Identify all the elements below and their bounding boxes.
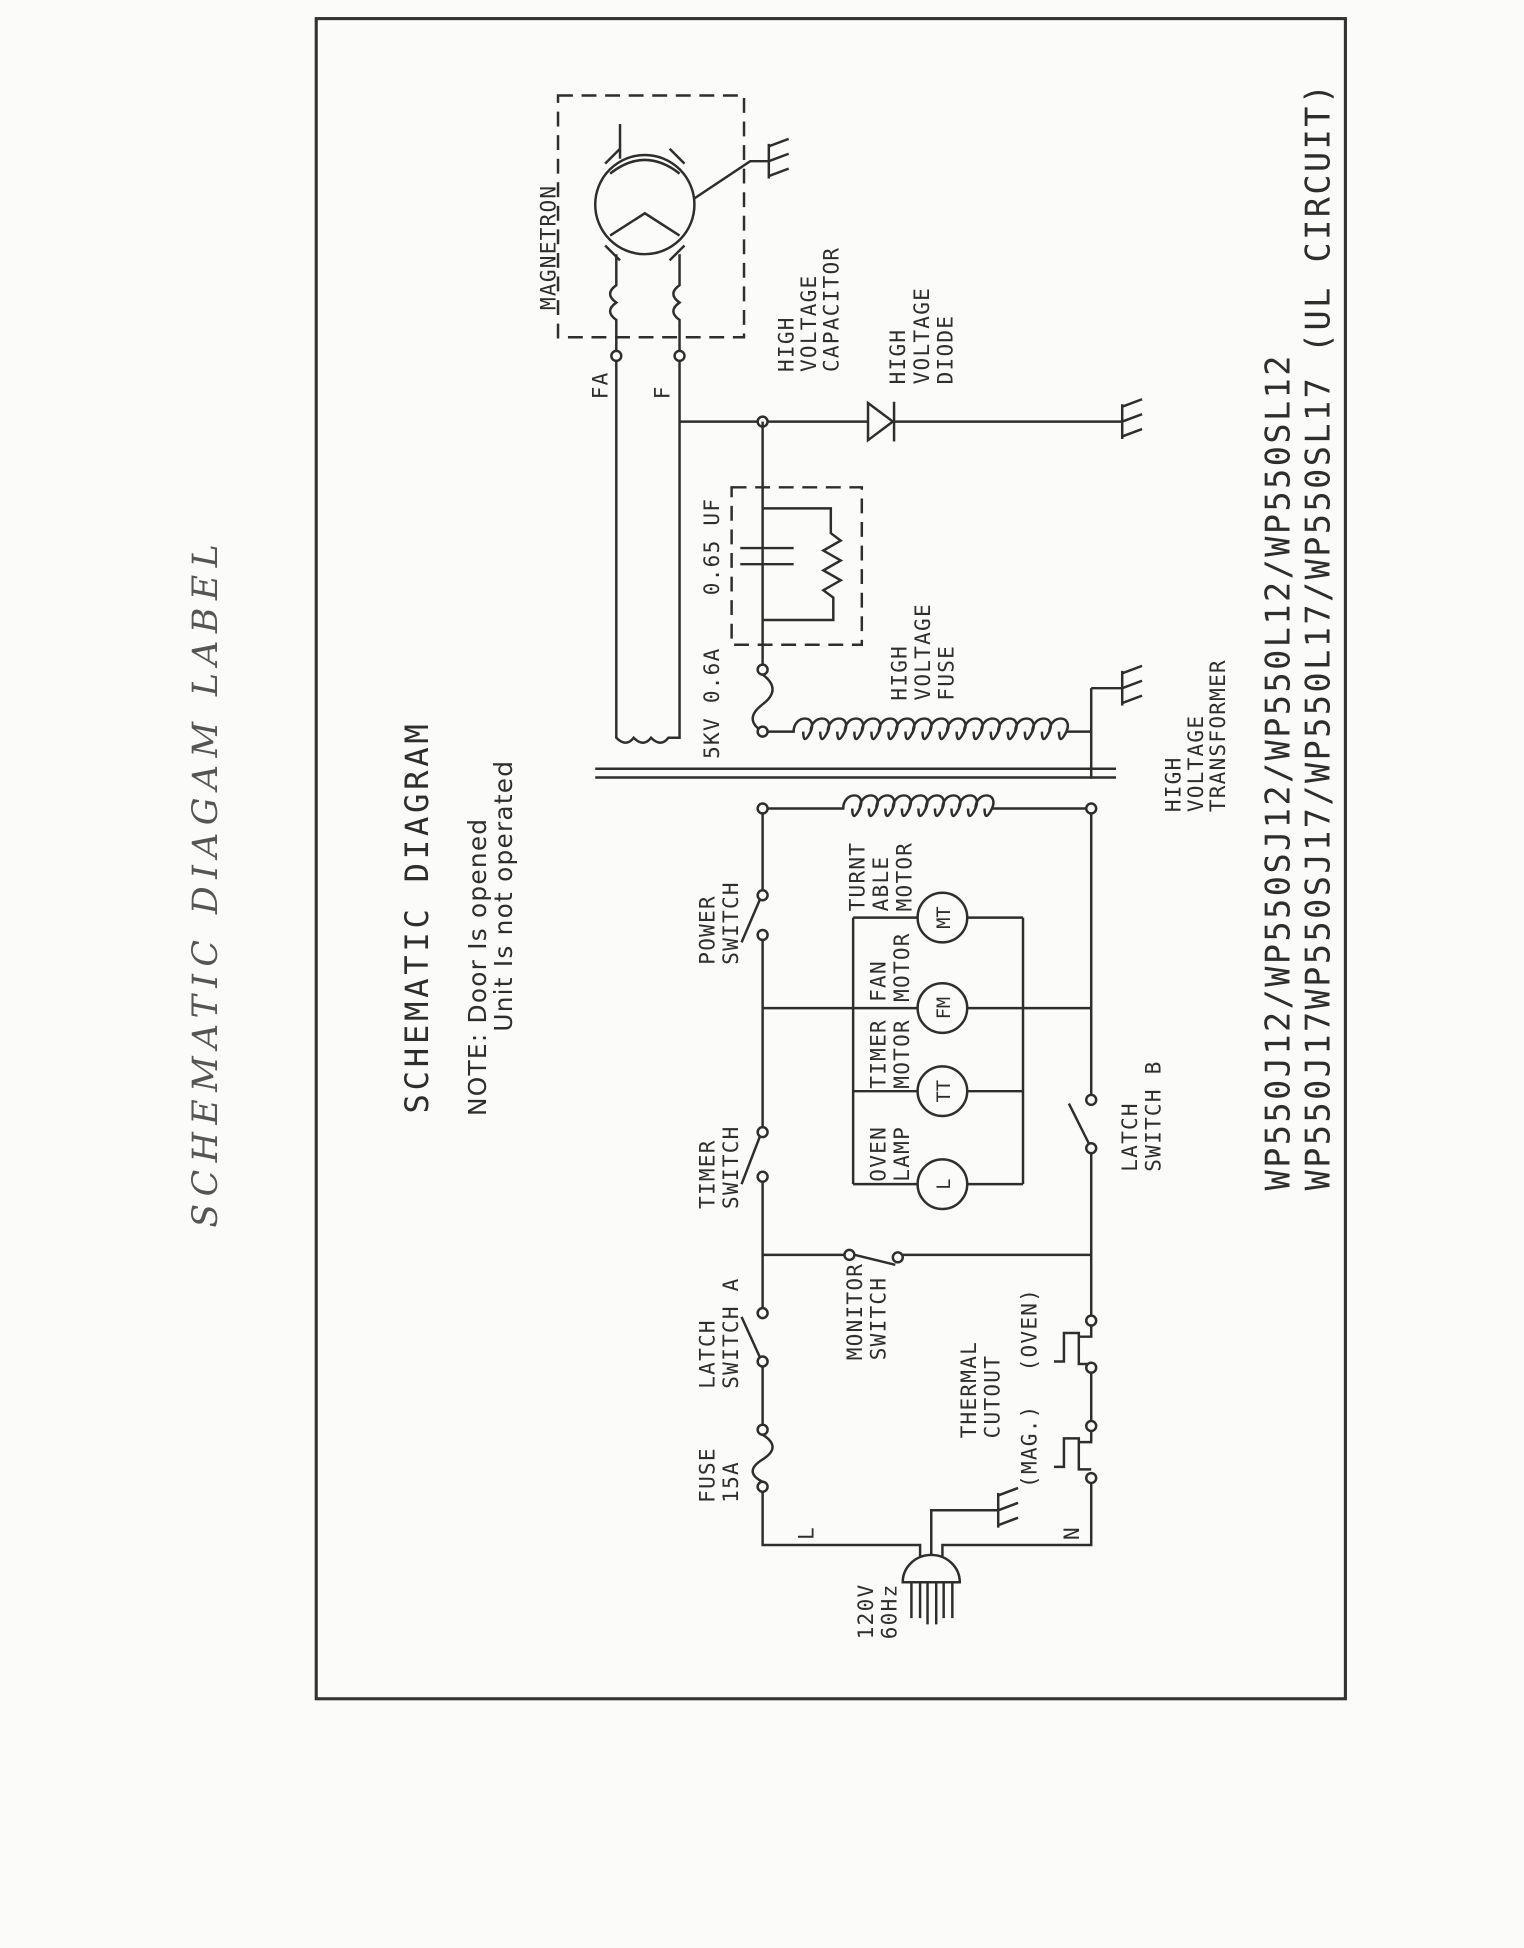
- thermal-cutout-label-2: CUTOUT: [979, 1355, 1004, 1439]
- hv-capacitor-label-1: HIGH: [774, 316, 799, 372]
- turntable-motor: MT: [916, 891, 969, 944]
- thermal-cutout-label-1: THERMAL: [956, 1341, 981, 1438]
- terminal-fa-label: FA: [588, 371, 613, 399]
- turntable-motor-label-1: TURNT: [844, 842, 869, 912]
- line-label: L: [793, 1526, 818, 1540]
- hv-fuse-value: 5KV 0.6A: [699, 647, 724, 758]
- transformer-secondary: [767, 717, 1092, 741]
- fuse-label-2: 15A: [718, 1461, 743, 1503]
- note-line-1: NOTE: Door Is opened: [463, 818, 492, 1116]
- monitor-switch: [762, 1248, 1092, 1266]
- hv-diode-label-3: DIODE: [932, 315, 957, 385]
- fan-motor: FM: [916, 982, 969, 1035]
- hv-fuse-label-2: VOLTAGE: [910, 603, 935, 700]
- hv-transformer-label-3: TRANSFORMER: [1205, 659, 1230, 812]
- monitor-switch-label-1: MONITOR: [842, 1263, 867, 1360]
- model-list-line-1: WP550J12/WP550SJ12/WP550L12/WP550SL12: [1259, 353, 1298, 1190]
- power-switch-label-1: POWER: [694, 895, 719, 965]
- oven-lamp-label-2: LAMP: [889, 1126, 914, 1182]
- ground-icon: [1120, 398, 1144, 441]
- magnetron-label: MAGNETRON: [536, 185, 561, 310]
- latch-switch-b-label-1: LATCH: [1117, 1102, 1142, 1172]
- filament-winding: [615, 360, 681, 744]
- hv-transformer-label-1: HIGH: [1160, 756, 1185, 812]
- power-plug-icon: [901, 1553, 962, 1625]
- model-list-line-2: WP550J17WP550SJ17/WP550L17/WP550SL17 (UL…: [1298, 82, 1337, 1191]
- ground-icon: [996, 1486, 1020, 1529]
- fan-motor-label-2: MOTOR: [889, 932, 914, 1002]
- timer-switch: [740, 1125, 769, 1185]
- latch-switch-a-label-2: SWITCH A: [718, 1277, 743, 1388]
- transformer-primary: [767, 794, 1087, 818]
- latch-switch-a: [740, 1306, 769, 1368]
- magnetron: [556, 94, 790, 363]
- supply-voltage-label: 120V: [853, 1584, 878, 1640]
- oven-label: (OVEN): [1017, 1288, 1042, 1372]
- hv-diode-label-2: VOLTAGE: [909, 287, 934, 384]
- high-voltage-capacitor: [730, 421, 864, 670]
- svg-text:FM: FM: [934, 997, 955, 1019]
- thermal-cutout-oven: [1054, 1314, 1098, 1374]
- high-voltage-diode: [866, 400, 896, 443]
- power-switch-label-2: SWITCH: [718, 881, 743, 965]
- hv-fuse-label-1: HIGH: [886, 645, 911, 701]
- thermal-cutout-magnetron: [1054, 1419, 1098, 1485]
- note-line-2: Unit Is not operated: [489, 760, 518, 1032]
- timer-switch-label-1: TIMER: [694, 1139, 719, 1209]
- power-switch: [740, 813, 769, 943]
- fan-motor-label-1: FAN: [865, 960, 890, 1002]
- hv-fuse-label-3: FUSE: [934, 645, 959, 701]
- hv-diode-label-1: HIGH: [885, 329, 910, 385]
- fuse-label-1: FUSE: [694, 1447, 719, 1503]
- ground-icon: [767, 137, 790, 180]
- turntable-motor-label-2: ABLE: [868, 856, 893, 912]
- oven-lamp-label-1: OVEN: [865, 1126, 890, 1182]
- timer-motor-label-2: MOTOR: [889, 1019, 914, 1089]
- fuse-15a: [751, 1423, 774, 1493]
- capacitor-value: 0.65 UF: [699, 498, 724, 595]
- high-voltage-fuse: [751, 673, 774, 733]
- svg-text:TT: TT: [934, 1080, 955, 1102]
- latch-switch-a-label-1: LATCH: [694, 1319, 719, 1389]
- timer-motor-label-1: TIMER: [865, 1019, 890, 1089]
- hv-capacitor-label-3: CAPACITOR: [818, 247, 843, 372]
- latch-switch-b: [1067, 1093, 1098, 1155]
- neutral-label: N: [1059, 1526, 1084, 1540]
- timer-motor: TT: [916, 1065, 969, 1118]
- monitor-switch-label-2: SWITCH: [865, 1277, 890, 1361]
- latch-switch-b-label-2: SWITCH B: [1141, 1060, 1166, 1171]
- svg-text:L: L: [934, 1179, 955, 1190]
- handwritten-title: SCHEMATIC DIAGAM LABEL: [186, 537, 226, 1228]
- timer-switch-label-2: SWITCH: [718, 1125, 743, 1209]
- hv-capacitor-label-2: VOLTAGE: [796, 275, 821, 372]
- diagram-title: SCHEMATIC DIAGRAM: [398, 720, 436, 1113]
- mag-label: (MAG.): [1017, 1404, 1042, 1488]
- oven-lamp: L: [916, 1158, 969, 1211]
- supply-frequency-label: 60Hz: [877, 1584, 902, 1640]
- hv-transformer-label-2: VOLTAGE: [1183, 715, 1208, 812]
- ground-icon: [1120, 664, 1144, 707]
- label-border: [314, 17, 1347, 1701]
- turntable-motor-label-3: MOTOR: [891, 842, 916, 912]
- terminal-f-label: F: [650, 385, 675, 399]
- svg-text:MT: MT: [934, 906, 955, 928]
